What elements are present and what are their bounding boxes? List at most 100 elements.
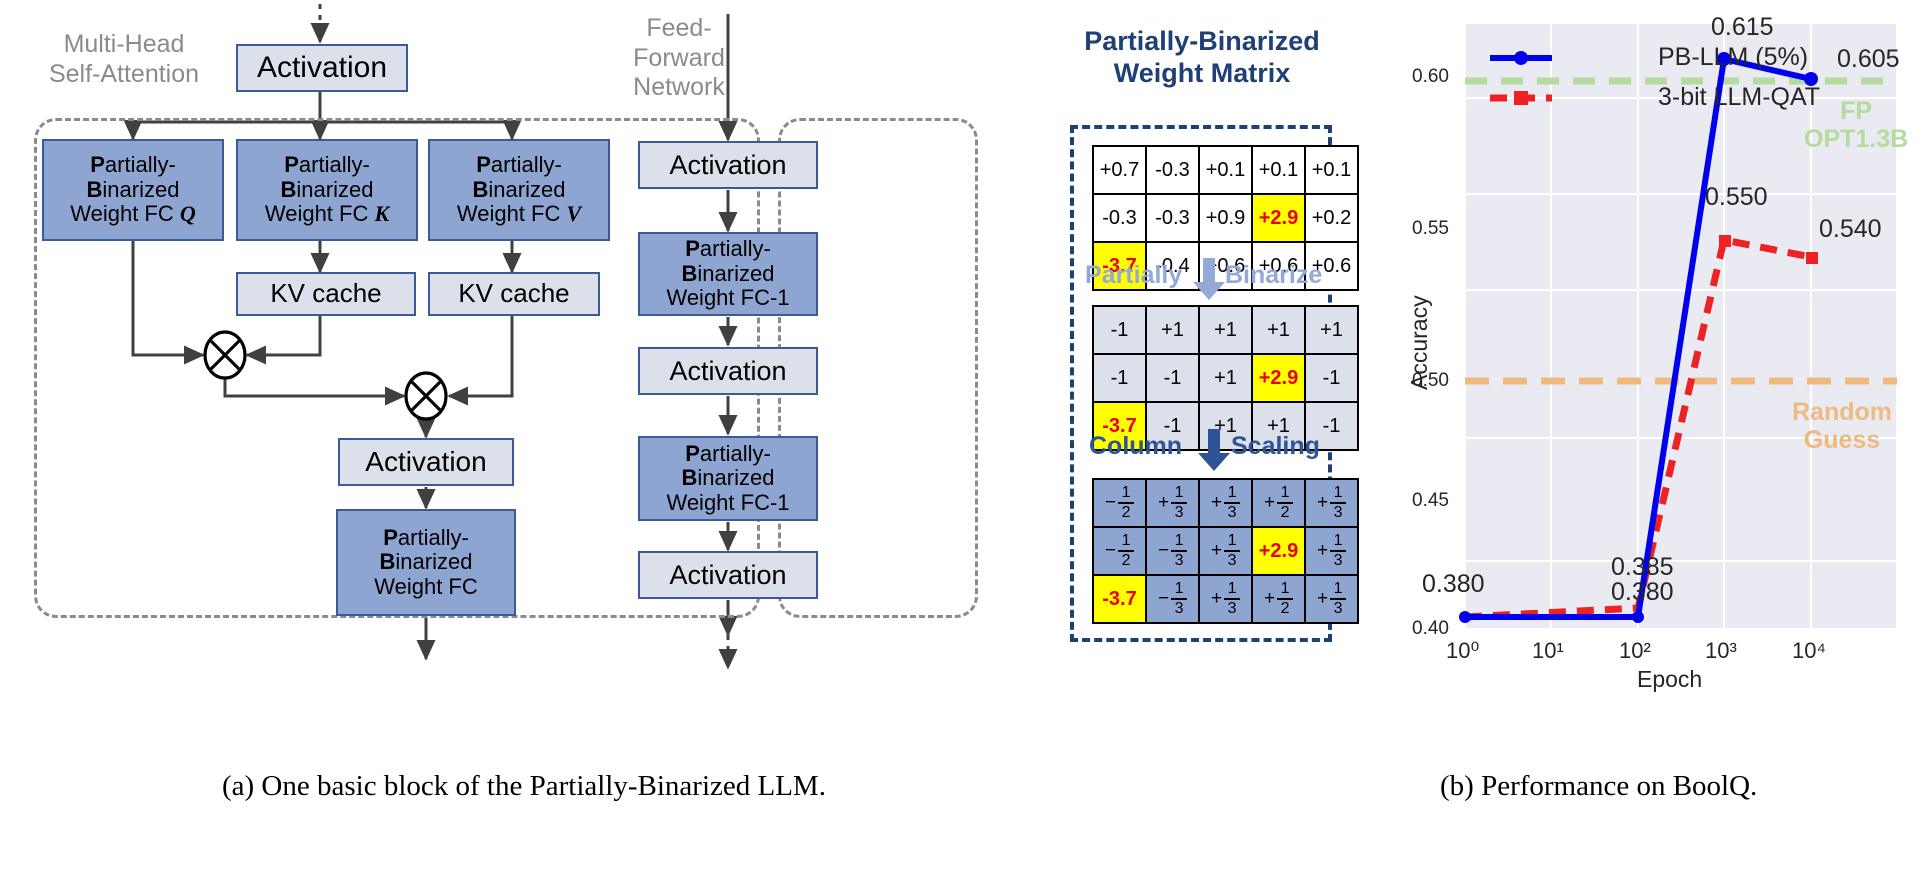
matrix-cell: -0.4 [1145, 241, 1200, 291]
attention-fc-v-line3: Weight FC V [456, 201, 582, 227]
matrix-cell: -0.3 [1145, 145, 1200, 195]
matrix-cell: +0.1 [1251, 145, 1306, 195]
ffn-activation-2-label: Activation [669, 355, 787, 386]
y-tick-045: 0.45 [1412, 490, 1449, 511]
attention-fc-v-box[interactable]: Partially- Binarized Weight FC V [428, 139, 610, 241]
attention-output-fc-line2: Binarized [379, 549, 473, 575]
point-label-3bit-0540: 0.540 [1819, 215, 1882, 243]
matrix-row: -3.7-1+1+1-1 [1092, 401, 1359, 451]
chart-grid [1464, 24, 1898, 628]
matrix-cell: +2.9 [1251, 193, 1306, 243]
series-3bit-llm-qat-markers [1719, 235, 1818, 264]
ffn-fc2-line3: Weight FC-1 [666, 489, 790, 515]
boolq-accuracy-chart: PB-LLM (5%) 3-bit LLM-QAT FP OPT1.3B Ran… [1400, 0, 1924, 700]
chart-legend-swatches [1490, 51, 1552, 105]
point-label-pb-llm-0380-start: 0.380 [1422, 570, 1485, 598]
caption-b: (b) Performance on BoolQ. [1440, 770, 1758, 802]
ffn-activation-2-box[interactable]: Activation [638, 347, 818, 395]
series-pb-llm-markers [1459, 52, 1818, 623]
legend-label-pb-llm: PB-LLM (5%) [1658, 43, 1809, 71]
matrix-cell: -0.3 [1092, 193, 1147, 243]
matrix-cell: -1 [1092, 353, 1147, 403]
attention-mid-activation-box[interactable]: Activation [338, 438, 514, 486]
matrix-cell: +1 [1251, 305, 1306, 355]
matrix-cell: +0.7 [1092, 145, 1147, 195]
attention-fc-v-line1: Partially- [476, 152, 562, 178]
attention-mid-activation-label: Activation [365, 446, 487, 478]
point-label-pb-llm-0380-mid: 0.380 [1611, 578, 1674, 606]
attention-fc-q-line1: Partially- [90, 152, 176, 178]
chart-y-axis-label: Accuracy [1406, 295, 1432, 390]
attention-top-activation-label: Activation [256, 51, 388, 85]
attention-top-activation-box[interactable]: Activation [236, 44, 408, 92]
matrix-cell: +0.1 [1304, 145, 1359, 195]
column-scaling-step-label-right: Scaling [1231, 432, 1320, 460]
x-tick-1e3: 10³ [1705, 638, 1737, 663]
attention-fc-k-line1: Partially- [284, 152, 370, 178]
ffn-fc1-box[interactable]: Partially- Binarized Weight FC-1 [638, 232, 818, 316]
matrix-cell: -3.7 [1092, 574, 1147, 624]
matrix-row: +0.7-0.3+0.1+0.1+0.1 [1092, 145, 1359, 195]
annotation-fp-opt13b: FP OPT1.3B [1804, 97, 1909, 153]
attention-kv-cache-1-label: KV cache [270, 278, 382, 309]
matrix-cell: -1 [1145, 401, 1200, 451]
y-tick-040: 0.40 [1412, 618, 1449, 639]
ffn-group-label-line1: Feed- [646, 14, 712, 42]
ffn-fc1-line3: Weight FC-1 [666, 285, 790, 311]
attention-fc-q-line2: Binarized [86, 176, 180, 202]
attention-kv-cache-1-box[interactable]: KV cache [236, 272, 416, 316]
matrix-cell: -3.7 [1092, 241, 1147, 291]
matrix-panel-title: Partially-Binarized Weight Matrix [1052, 25, 1352, 90]
point-label-3bit-0385: 0.385 [1611, 553, 1674, 581]
ffn-fc1-line1: Partially- [685, 236, 771, 262]
attention-fc-k-line3: Weight FC K [264, 201, 390, 227]
annotation-random-guess: Random Guess [1792, 398, 1892, 454]
ffn-group-label-line3: Network [633, 73, 725, 101]
matrix-cell: +1 [1198, 353, 1253, 403]
attention-kv-cache-2-label: KV cache [458, 278, 570, 309]
ffn-activation-1-box[interactable]: Activation [638, 141, 818, 189]
attention-output-fc-box[interactable]: Partially- Binarized Weight FC [336, 509, 516, 616]
attention-fc-q-box[interactable]: Partially- Binarized Weight FC Q [42, 139, 224, 241]
attention-fc-k-box[interactable]: Partially- Binarized Weight FC K [236, 139, 418, 241]
matrix-cell: +1 [1304, 305, 1359, 355]
caption-a: (a) One basic block of the Partially-Bin… [222, 770, 826, 802]
matrix-cell: +0.9 [1198, 193, 1253, 243]
attention-fc-q-line3: Weight FC Q [70, 201, 196, 227]
attention-fc-v-line2: Binarized [472, 176, 566, 202]
ffn-fc2-box[interactable]: Partially- Binarized Weight FC-1 [638, 436, 818, 521]
x-tick-1e1: 10¹ [1532, 638, 1564, 663]
attention-fc-k-line2: Binarized [280, 176, 374, 202]
matrix-cell: +1 [1251, 401, 1306, 451]
attention-kv-cache-2-box[interactable]: KV cache [428, 272, 600, 316]
attention-group-label: Multi-Head Self-Attention [14, 30, 234, 89]
matrix-row: -1-1+1+2.9-1 [1092, 353, 1359, 403]
ffn-activation-3-box[interactable]: Activation [638, 551, 818, 599]
chart-series [1459, 52, 1818, 623]
matrix-cell: +0.6 [1251, 241, 1306, 291]
chart-reference-lines [1465, 77, 1897, 385]
chart-x-axis-label: Epoch [1637, 666, 1703, 692]
matrix-panel-title-line1: Partially-Binarized [1084, 26, 1320, 56]
matrix-cell: +0.6 [1304, 241, 1359, 291]
partially-binarize-step-label-right: Binarize [1225, 261, 1323, 289]
column-scaling-arrow-icon [1198, 429, 1230, 471]
matrix-cell: +1 [1198, 305, 1253, 355]
matrix-cell: -1 [1145, 353, 1200, 403]
y-tick-055: 0.55 [1412, 218, 1449, 239]
matrix-row: -0.3-0.3+0.9+2.9+0.2 [1092, 193, 1359, 243]
ffn-group-label: Feed- Forward Network [614, 14, 744, 103]
point-label-pb-llm-0605: 0.605 [1837, 45, 1900, 73]
